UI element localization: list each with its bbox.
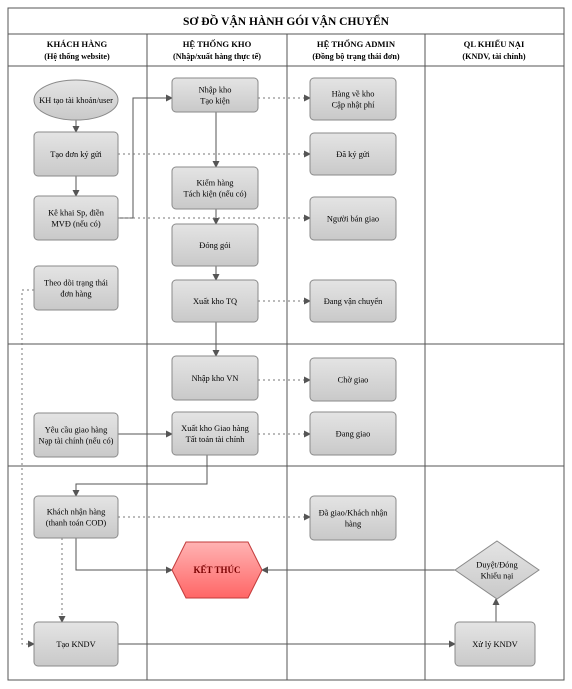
lane-admin-subtitle: (Đồng bộ trạng thái đơn) [312, 52, 400, 61]
lane-complaint-subtitle: (KNDV, tài chính) [462, 52, 526, 61]
node-label: KẾT THÚC [194, 565, 241, 575]
node-a-waiting: Chờ giao [309, 357, 397, 402]
edge-declare-to-warehouse [118, 94, 173, 219]
node-shape [33, 131, 119, 177]
node-label: Đóng gói [199, 241, 231, 250]
node-in-vn: Nhập kho VN [171, 355, 259, 401]
node-shape [171, 223, 259, 267]
node-end: KẾT THÚC [171, 541, 263, 599]
lane-customer-subtitle: (Hệ thống website) [44, 52, 110, 61]
diagram-title: SƠ ĐỒ VẬN HÀNH GÓI VẬN CHUYỂN [183, 13, 390, 28]
node-label: KH tạo tài khoản/user [39, 96, 113, 105]
node-label: Xuất kho TQ [193, 297, 237, 306]
node-start: KH tạo tài khoản/user [33, 79, 119, 121]
node-create: Tạo đơn ký gửi [33, 131, 119, 177]
node-label: Kê khai Sp, điền [48, 209, 105, 218]
node-a-handover: Người bán giao [309, 196, 397, 241]
connectors [21, 94, 500, 648]
node-label: Tạo KNDV [56, 640, 95, 649]
node-a-delivered: Đã giao/Khách nhận hàng [309, 495, 397, 541]
node-shape [309, 411, 397, 456]
node-shape [309, 77, 397, 121]
node-shape [309, 495, 397, 541]
node-shape [33, 195, 119, 241]
node-shape [33, 412, 119, 458]
node-shape [309, 196, 397, 241]
node-label: Đã giao/Khách nhận [319, 509, 389, 518]
edge-receive-to-end [75, 538, 173, 574]
node-label: Khách nhận hàng [47, 508, 106, 517]
node-receive: Khách nhận hàng (thanh toán COD) [33, 495, 119, 539]
node-a-delivering: Đang giao [309, 411, 397, 456]
node-label: Nhập kho VN [192, 374, 239, 383]
node-label: Kiểm hàng [197, 179, 235, 188]
node-label: Theo dõi trạng thái [44, 279, 109, 288]
node-shape [309, 357, 397, 402]
node-shape [33, 495, 119, 539]
node-label: Xử lý KNDV [472, 640, 517, 649]
node-label: (thanh toán COD) [46, 519, 107, 528]
node-shape [171, 355, 259, 401]
node-pack: Đóng gói [171, 223, 259, 267]
node-shape [33, 621, 119, 667]
node-label: Yêu cầu giao hàng [45, 426, 108, 435]
node-shape [171, 411, 259, 456]
node-shape [171, 77, 259, 113]
node-shape [454, 621, 536, 667]
node-track: Theo dõi trạng thái đơn hàng [33, 265, 119, 311]
node-label: Chờ giao [338, 376, 369, 385]
lane-warehouse-subtitle: (Nhập/xuất hàng thực tế) [173, 52, 261, 61]
node-label: Hàng về kho [332, 90, 375, 99]
node-shape [309, 279, 397, 323]
node-label: Đã ký gửi [336, 150, 370, 159]
node-a-sent: Đã ký gửi [309, 132, 397, 176]
node-a-shipping: Đang vận chuyển [309, 279, 397, 323]
lane-warehouse-title: HỆ THỐNG KHO [183, 39, 252, 49]
lane-complaint-title: QL KHIẾU NẠI [464, 39, 525, 49]
node-label: Tách kiện (nếu có) [183, 190, 246, 199]
node-label: Tạo kiện [200, 97, 230, 106]
node-shape [309, 132, 397, 176]
node-out-cn: Xuất kho TQ [171, 279, 259, 323]
lane-customer-title: KHÁCH HÀNG [47, 39, 108, 49]
node-shape [33, 265, 119, 311]
node-label: Xuất kho Giao hàng [181, 424, 249, 433]
node-shape [454, 540, 540, 600]
node-label: MVĐ (nếu có) [51, 220, 101, 229]
node-handle: Xử lý KNDV [454, 621, 536, 667]
node-label: Đang vận chuyển [324, 297, 383, 306]
node-shape [171, 541, 263, 599]
track-to-complaint [21, 289, 35, 648]
node-label: Khiếu nại [481, 572, 514, 581]
lane-admin-title: HỆ THỐNG ADMIN [317, 39, 396, 49]
node-label: đơn hàng [60, 290, 92, 299]
node-label: Cập nhật phí [332, 101, 375, 110]
node-shape [171, 166, 259, 210]
node-label: Đang giao [336, 430, 371, 439]
node-label: Nạp tài chính (nếu có) [39, 437, 114, 446]
node-label: hàng [345, 520, 362, 529]
node-label: Tất toán tài chính [186, 435, 246, 444]
node-label: Tạo đơn ký gửi [50, 150, 102, 159]
node-shape [33, 79, 119, 121]
node-label: Người bán giao [327, 215, 379, 224]
edge-dispatch-to-receive [72, 455, 208, 497]
node-complaint: Tạo KNDV [33, 621, 119, 667]
node-label: Nhập kho [199, 86, 232, 95]
node-shape [171, 279, 259, 323]
node-label: Duyệt/Đóng [476, 561, 518, 570]
